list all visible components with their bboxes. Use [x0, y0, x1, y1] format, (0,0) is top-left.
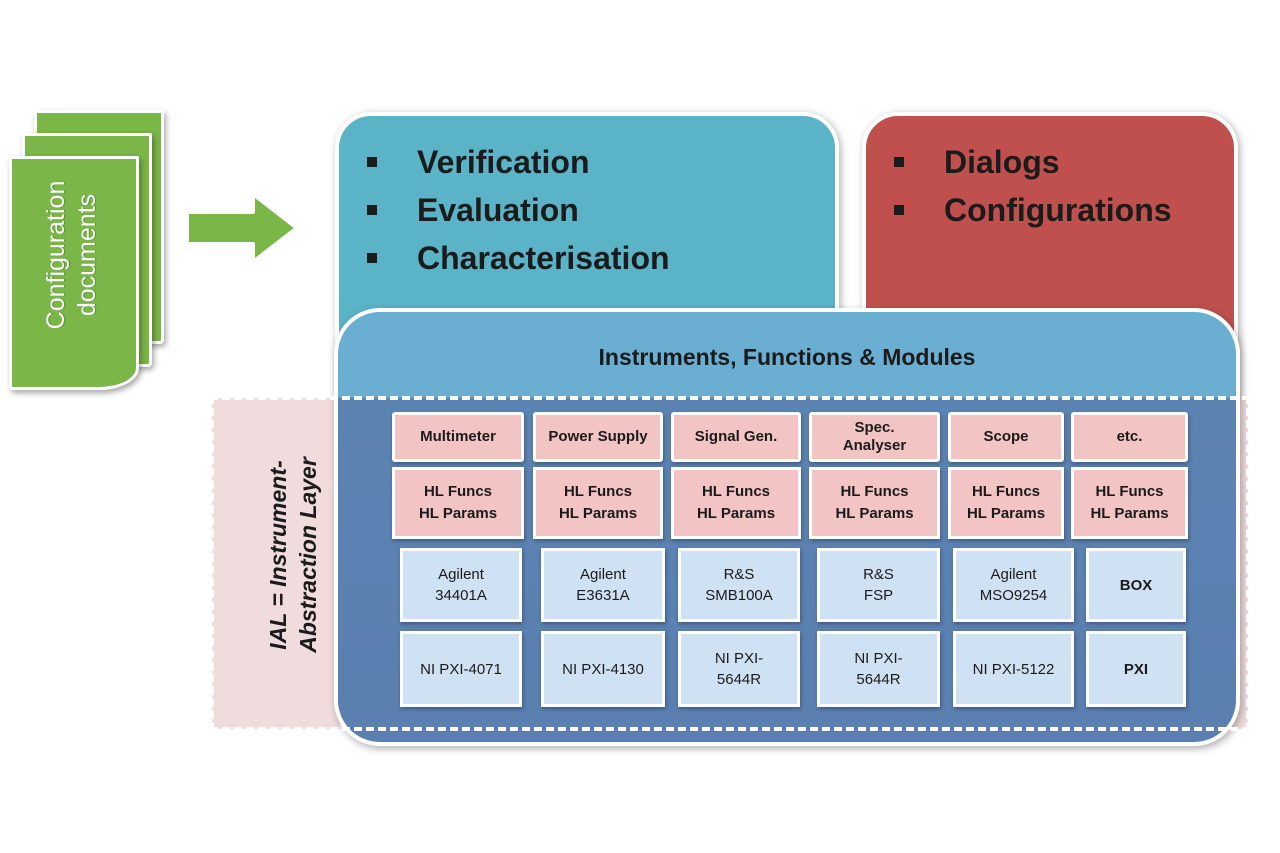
config-document-front	[9, 156, 139, 390]
instrument-header: etc.	[1071, 412, 1188, 462]
hl-funcs-params: HL Funcs HL Params	[809, 467, 940, 539]
list-item: Configurations	[894, 186, 1172, 234]
instrument-header-text: Scope	[983, 428, 1029, 445]
instrument-header-text: Spec. Analyser	[842, 419, 907, 454]
instrument-header-text: Power Supply	[548, 428, 648, 445]
config-documents-line1: Configuration	[42, 180, 70, 330]
hl-funcs-params: HL Funcs HL Params	[392, 467, 524, 539]
device-pxi-text: PXI	[1123, 660, 1149, 678]
ial-label-line1: IAL = Instrument-	[265, 460, 291, 650]
device-pxi-text: NI PXI-4130	[562, 660, 644, 678]
bullet-icon	[894, 157, 904, 167]
flow-arrow-icon	[185, 192, 299, 264]
device-primary: Agilent E3631A	[541, 548, 665, 622]
config-documents-line2: documents	[73, 193, 101, 317]
device-pxi: NI PXI- 5644R	[678, 631, 800, 707]
hl-funcs-params-text: HL Funcs HL Params	[418, 483, 498, 522]
hl-funcs-params-text: HL Funcs HL Params	[1090, 483, 1169, 522]
device-primary: BOX	[1086, 548, 1186, 622]
list-item: Characterisation	[367, 234, 670, 282]
bullet-icon	[367, 157, 377, 167]
instrument-header: Signal Gen.	[671, 412, 801, 462]
ial-band-left	[212, 398, 340, 729]
instrument-header-text: Signal Gen.	[694, 428, 778, 445]
list-item-text: Dialogs	[944, 144, 1060, 180]
device-primary-text: Agilent MSO9254	[979, 566, 1048, 604]
device-pxi: NI PXI-4130	[541, 631, 665, 707]
hl-funcs-params: HL Funcs HL Params	[948, 467, 1064, 539]
bullet-icon	[894, 205, 904, 215]
list-item-text: Evaluation	[417, 192, 579, 228]
list-item: Verification	[367, 138, 670, 186]
ial-frame	[210, 396, 1250, 731]
instrument-header: Spec. Analyser	[809, 412, 940, 462]
instruments-title: Instruments, Functions & Modules	[598, 344, 976, 370]
device-pxi: NI PXI- 5644R	[817, 631, 940, 707]
hl-funcs-params: HL Funcs HL Params	[533, 467, 663, 539]
list-item-text: Verification	[417, 144, 590, 180]
device-pxi: NI PXI-4071	[400, 631, 522, 707]
list-item-text: Characterisation	[417, 240, 670, 276]
device-primary: Agilent 34401A	[400, 548, 522, 622]
instrument-header-text: Multimeter	[420, 428, 496, 445]
instrument-header-text: etc.	[1116, 428, 1143, 445]
hl-funcs-params: HL Funcs HL Params	[1071, 467, 1188, 539]
dialogs-list: Dialogs Configurations	[894, 138, 1172, 234]
list-item: Evaluation	[367, 186, 670, 234]
bullet-icon	[367, 205, 377, 215]
device-primary-text: BOX	[1119, 576, 1153, 594]
hl-funcs-params-text: HL Funcs HL Params	[696, 483, 776, 522]
device-pxi-text: NI PXI-4071	[420, 660, 502, 678]
instrument-header: Scope	[948, 412, 1064, 462]
device-pxi-text: NI PXI- 5644R	[854, 650, 903, 688]
device-primary: Agilent MSO9254	[953, 548, 1074, 622]
hl-funcs-params-text: HL Funcs HL Params	[835, 483, 914, 522]
list-item: Dialogs	[894, 138, 1172, 186]
device-primary-text: Agilent 34401A	[435, 566, 487, 604]
device-primary-text: R&S FSP	[863, 566, 894, 604]
hl-funcs-params-text: HL Funcs HL Params	[558, 483, 638, 522]
device-primary: R&S SMB100A	[678, 548, 800, 622]
list-item-text: Configurations	[944, 192, 1172, 228]
instrument-header: Multimeter	[392, 412, 524, 462]
device-primary-text: R&S SMB100A	[705, 566, 773, 604]
device-primary: R&S FSP	[817, 548, 940, 622]
device-pxi: NI PXI-5122	[953, 631, 1074, 707]
device-pxi-text: NI PXI- 5644R	[714, 650, 764, 688]
device-pxi: PXI	[1086, 631, 1186, 707]
ial-label-line2: Abstraction Layer	[295, 457, 321, 653]
device-primary-text: Agilent E3631A	[576, 566, 630, 604]
instrument-header: Power Supply	[533, 412, 663, 462]
bullet-icon	[367, 253, 377, 263]
config-documents-label: Configuration documents	[27, 140, 117, 370]
hl-funcs-params-text: HL Funcs HL Params	[966, 483, 1046, 522]
verification-list: Verification Evaluation Characterisation	[367, 138, 670, 282]
ial-label: IAL = Instrument- Abstraction Layer	[258, 435, 328, 675]
device-pxi-text: NI PXI-5122	[972, 660, 1055, 678]
hl-funcs-params: HL Funcs HL Params	[671, 467, 801, 539]
